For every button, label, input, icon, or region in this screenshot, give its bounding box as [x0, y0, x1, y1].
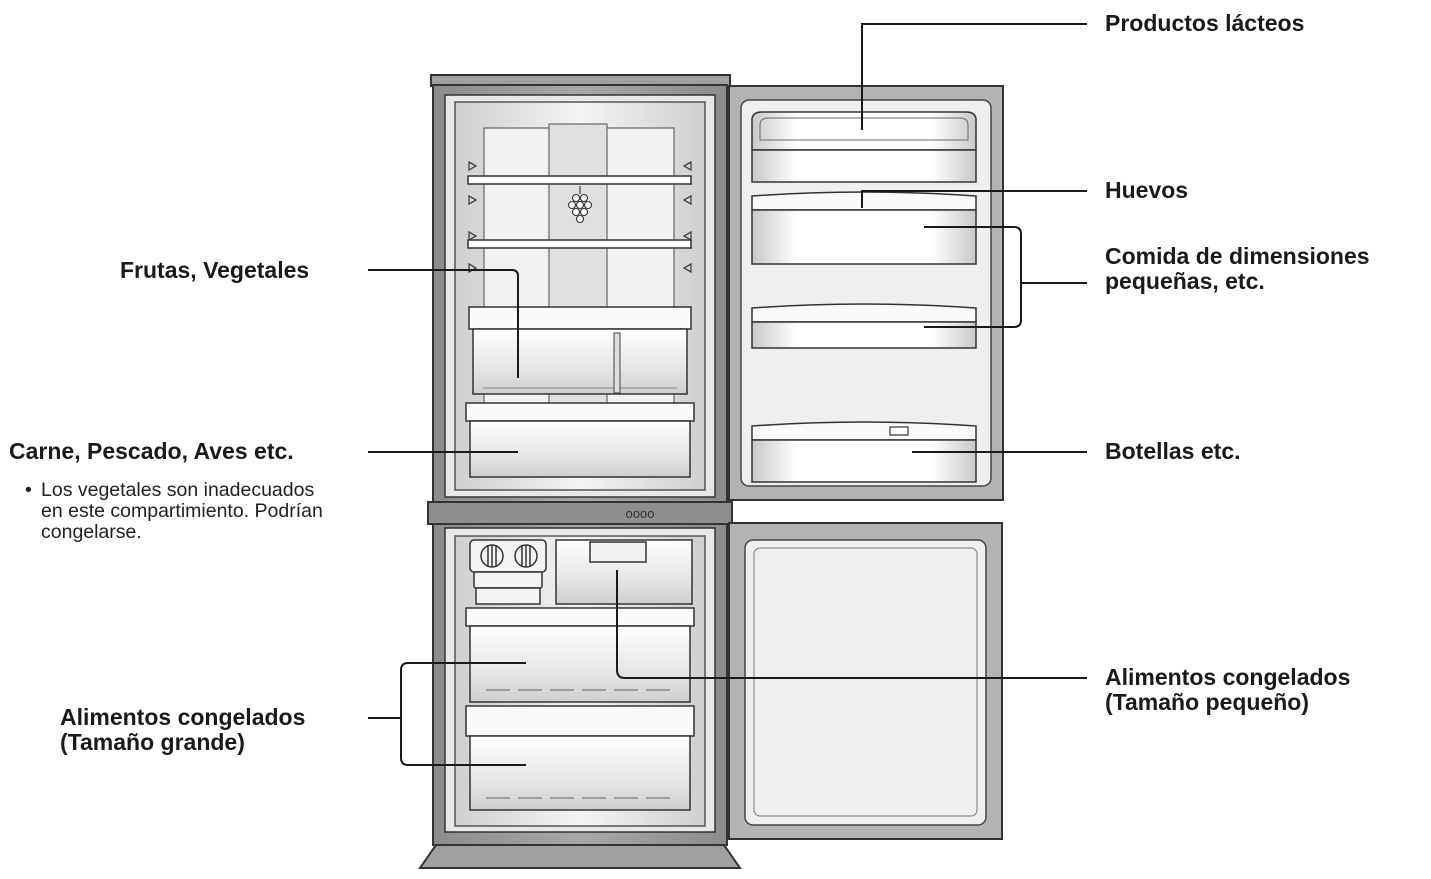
label-frozen-small-line2: (Tamaño pequeño): [1105, 689, 1310, 715]
glass-shelf-2: [467, 239, 692, 249]
leader-lines: [368, 23, 1087, 766]
label-eggs: Huevos: [1105, 177, 1189, 203]
leader-small-food-bracket: [924, 226, 1022, 328]
control-panel-bar: [427, 501, 733, 525]
leader-fruits: [368, 269, 519, 378]
note-vegetables-warning: • Los vegetales son inadecuados en este …: [25, 479, 323, 543]
fridge-door: [728, 85, 1004, 501]
dairy-bin: [751, 111, 977, 183]
freezer-drawer-upper: [465, 607, 695, 703]
leader-dairy: [861, 23, 1087, 130]
label-frozen-large-line2: (Tamaño grande): [60, 729, 245, 755]
cabinet-base: [418, 844, 742, 869]
grape-icon: [567, 186, 593, 224]
label-small-food-line1: Comida de dimensiones: [1105, 243, 1370, 269]
note-line-3: congelarse.: [41, 521, 142, 543]
ice-tray-assembly: [469, 539, 547, 605]
note-bullet: •: [25, 479, 32, 501]
glass-shelf-1: [467, 175, 692, 185]
small-freezer-box: [555, 539, 693, 605]
meat-drawer: [465, 402, 695, 478]
freezer-door: [728, 522, 1003, 840]
note-line-1: Los vegetales son inadecuados: [41, 479, 315, 501]
bottle-bin: [751, 421, 977, 483]
label-small-food-line2: pequeñas, etc.: [1105, 268, 1265, 294]
label-dairy-products: Productos lácteos: [1105, 10, 1305, 36]
shelf-rail-marks: [468, 160, 692, 274]
refrigerator-cabinet: [418, 74, 742, 869]
leader-frozen-large-bracket: [400, 662, 526, 766]
label-bottles: Botellas etc.: [1105, 438, 1241, 464]
vegetable-drawer: [468, 306, 692, 395]
control-panel-indicator: oooo: [626, 506, 655, 521]
note-line-2: en este compartimiento. Podrían: [41, 500, 323, 522]
door-bin-middle: [751, 303, 977, 349]
label-frozen-large-line1: Alimentos congelados: [60, 704, 306, 730]
label-meat-fish-poultry: Carne, Pescado, Aves etc.: [9, 438, 294, 464]
egg-bin: [751, 191, 977, 265]
leader-frozen-small: [616, 570, 1087, 679]
label-fruits-vegetables: Frutas, Vegetales: [120, 257, 310, 283]
label-frozen-small-line1: Alimentos congelados: [1105, 664, 1351, 690]
freezer-drawer-lower: [465, 705, 695, 811]
leader-eggs: [861, 190, 1087, 208]
